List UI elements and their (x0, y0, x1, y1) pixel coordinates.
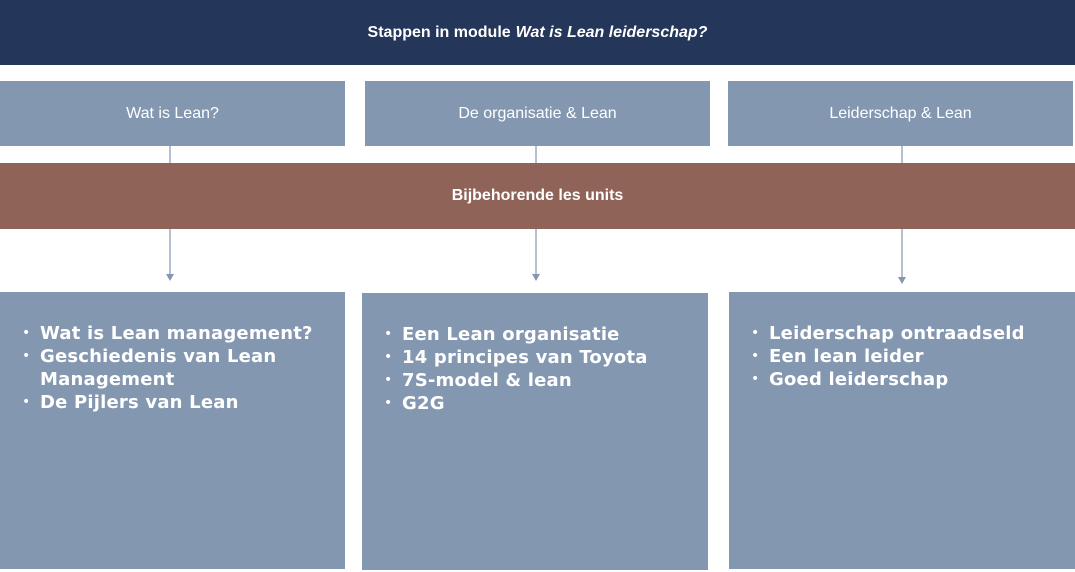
unit-list-3: Leiderschap ontraadseld Een lean leider … (729, 322, 1065, 391)
step-box-3: Leiderschap & Lean (728, 81, 1073, 146)
step-label-1: Wat is Lean? (126, 104, 219, 122)
unit-item: G2G (362, 392, 698, 415)
connector-arrows (166, 146, 906, 284)
unit-item: Een lean leider (729, 345, 1065, 368)
unit-item: Leiderschap ontraadseld (729, 322, 1065, 345)
unit-item: 7S-model & lean (362, 369, 698, 392)
unit-box-3: Leiderschap ontraadseld Een lean leider … (729, 292, 1075, 569)
module-title-prefix: Stappen in module (367, 23, 511, 41)
step-label-3: Leiderschap & Lean (829, 104, 972, 122)
unit-box-2: Een Lean organisatie 14 principes van To… (362, 293, 708, 570)
step-box-2: De organisatie & Lean (365, 81, 710, 146)
lesson-units-band: Bijbehorende les units (0, 163, 1075, 229)
lesson-units-label: Bijbehorende les units (451, 187, 624, 204)
unit-box-1: Wat is Lean management? Geschiedenis van… (0, 292, 345, 569)
unit-list-1: Wat is Lean management? Geschiedenis van… (0, 322, 335, 414)
unit-item: Geschiedenis van Lean Management (0, 345, 335, 391)
arrow-head-3 (898, 277, 906, 284)
module-title-bar: Stappen in module Wat is Lean leiderscha… (0, 0, 1075, 65)
unit-item: Goed leiderschap (729, 368, 1065, 391)
unit-item: Wat is Lean management? (0, 322, 335, 345)
arrow-head-1 (166, 274, 174, 281)
module-title-name: Wat is Lean leiderschap? (515, 23, 708, 41)
unit-item: Een Lean organisatie (362, 323, 698, 346)
arrow-head-2 (532, 274, 540, 281)
unit-list-2: Een Lean organisatie 14 principes van To… (362, 323, 698, 415)
step-box-1: Wat is Lean? (0, 81, 345, 146)
unit-item: De Pijlers van Lean (0, 391, 335, 414)
step-label-2: De organisatie & Lean (458, 104, 617, 122)
unit-item: 14 principes van Toyota (362, 346, 698, 369)
